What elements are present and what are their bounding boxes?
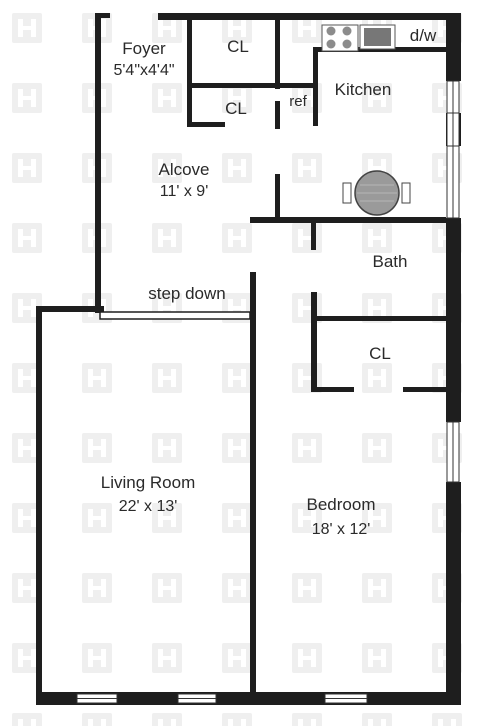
refrigerator-label: ref: [289, 93, 307, 110]
stove: [321, 24, 359, 52]
alcove-label: Alcove: [158, 160, 210, 179]
living-room-dimensions: 22' x 13': [118, 498, 178, 515]
closet-label: CL: [225, 99, 247, 118]
windows: [76, 80, 460, 704]
closet-label: CL: [369, 344, 391, 363]
kitchen-label: Kitchen: [334, 80, 392, 99]
bedroom-dimensions: 18' x 12': [311, 521, 371, 538]
step-down-label: step down: [148, 284, 226, 303]
bedroom-label: Bedroom: [306, 495, 376, 514]
living-room-label: Living Room: [100, 473, 196, 492]
step-down-edge: [99, 311, 251, 320]
alcove-dimensions: 11' x 9': [159, 183, 209, 200]
dining-table: [342, 170, 411, 216]
closet-label: CL: [227, 37, 249, 56]
sink: [359, 24, 396, 50]
bath-label: Bath: [372, 252, 408, 271]
dishwasher-label: d/w: [409, 26, 437, 45]
foyer-label: Foyer: [122, 39, 166, 58]
foyer-dimensions: 5'4"x4'4": [113, 62, 175, 79]
